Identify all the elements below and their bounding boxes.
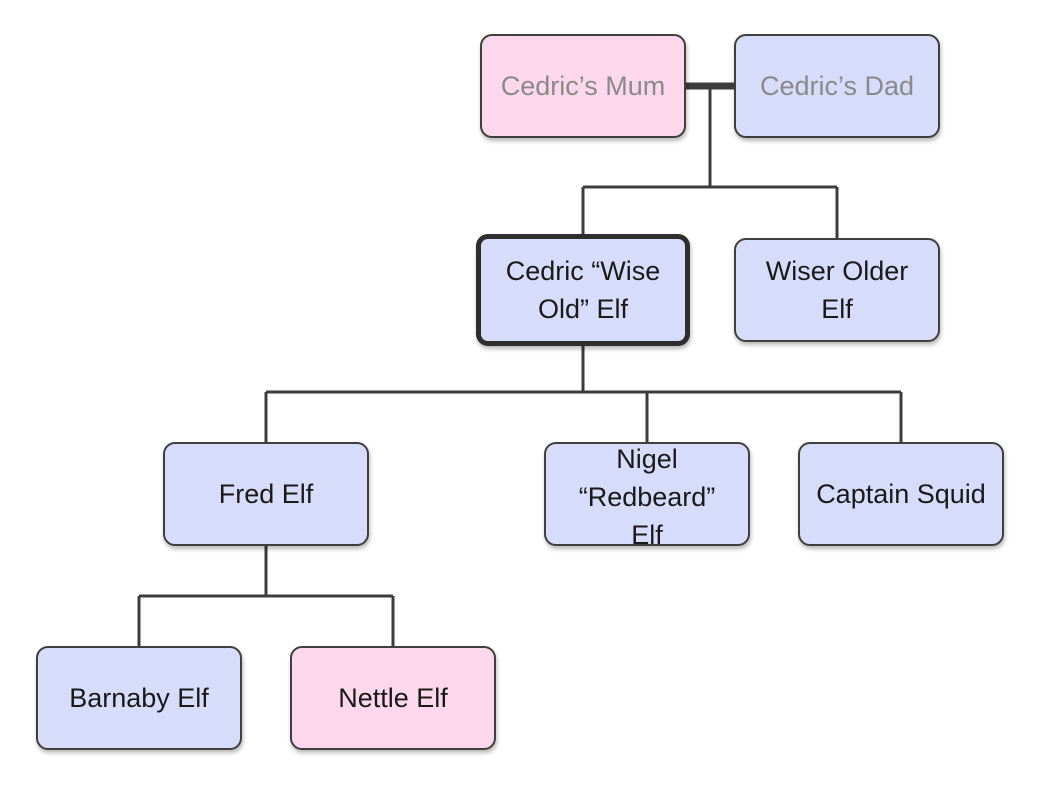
node-barnaby-elf[interactable]: Barnaby Elf [36, 646, 242, 750]
node-wiser-older-elf[interactable]: Wiser Older Elf [734, 238, 940, 342]
node-label: Nigel “Redbeard” Elf [578, 444, 716, 546]
cedric-to-children-connector [264, 346, 903, 442]
node-label: Cedric’s Mum [500, 71, 666, 101]
node-captain-squid[interactable]: Captain Squid [798, 442, 1004, 546]
node-nigel-redbeard-elf[interactable]: Nigel “Redbeard” Elf [544, 442, 750, 546]
node-label: Fred Elf [218, 479, 314, 509]
node-label: Nettle Elf [338, 683, 448, 713]
node-cedric-selected[interactable]: Cedric “Wise Old” Elf [476, 234, 690, 346]
fred-to-children-connector [137, 546, 395, 646]
node-label: Wiser Older Elf [765, 256, 909, 324]
node-nettle-elf[interactable]: Nettle Elf [290, 646, 496, 750]
node-cedrics-mum[interactable]: Cedric’s Mum [480, 34, 686, 138]
node-label: Cedric’s Dad [759, 71, 915, 101]
node-fred-elf[interactable]: Fred Elf [163, 442, 369, 546]
node-label: Cedric “Wise Old” Elf [505, 256, 661, 324]
parents-to-children-connector [581, 86, 839, 238]
node-label: Captain Squid [816, 479, 986, 509]
node-label: Barnaby Elf [69, 683, 209, 713]
node-cedrics-dad[interactable]: Cedric’s Dad [734, 34, 940, 138]
